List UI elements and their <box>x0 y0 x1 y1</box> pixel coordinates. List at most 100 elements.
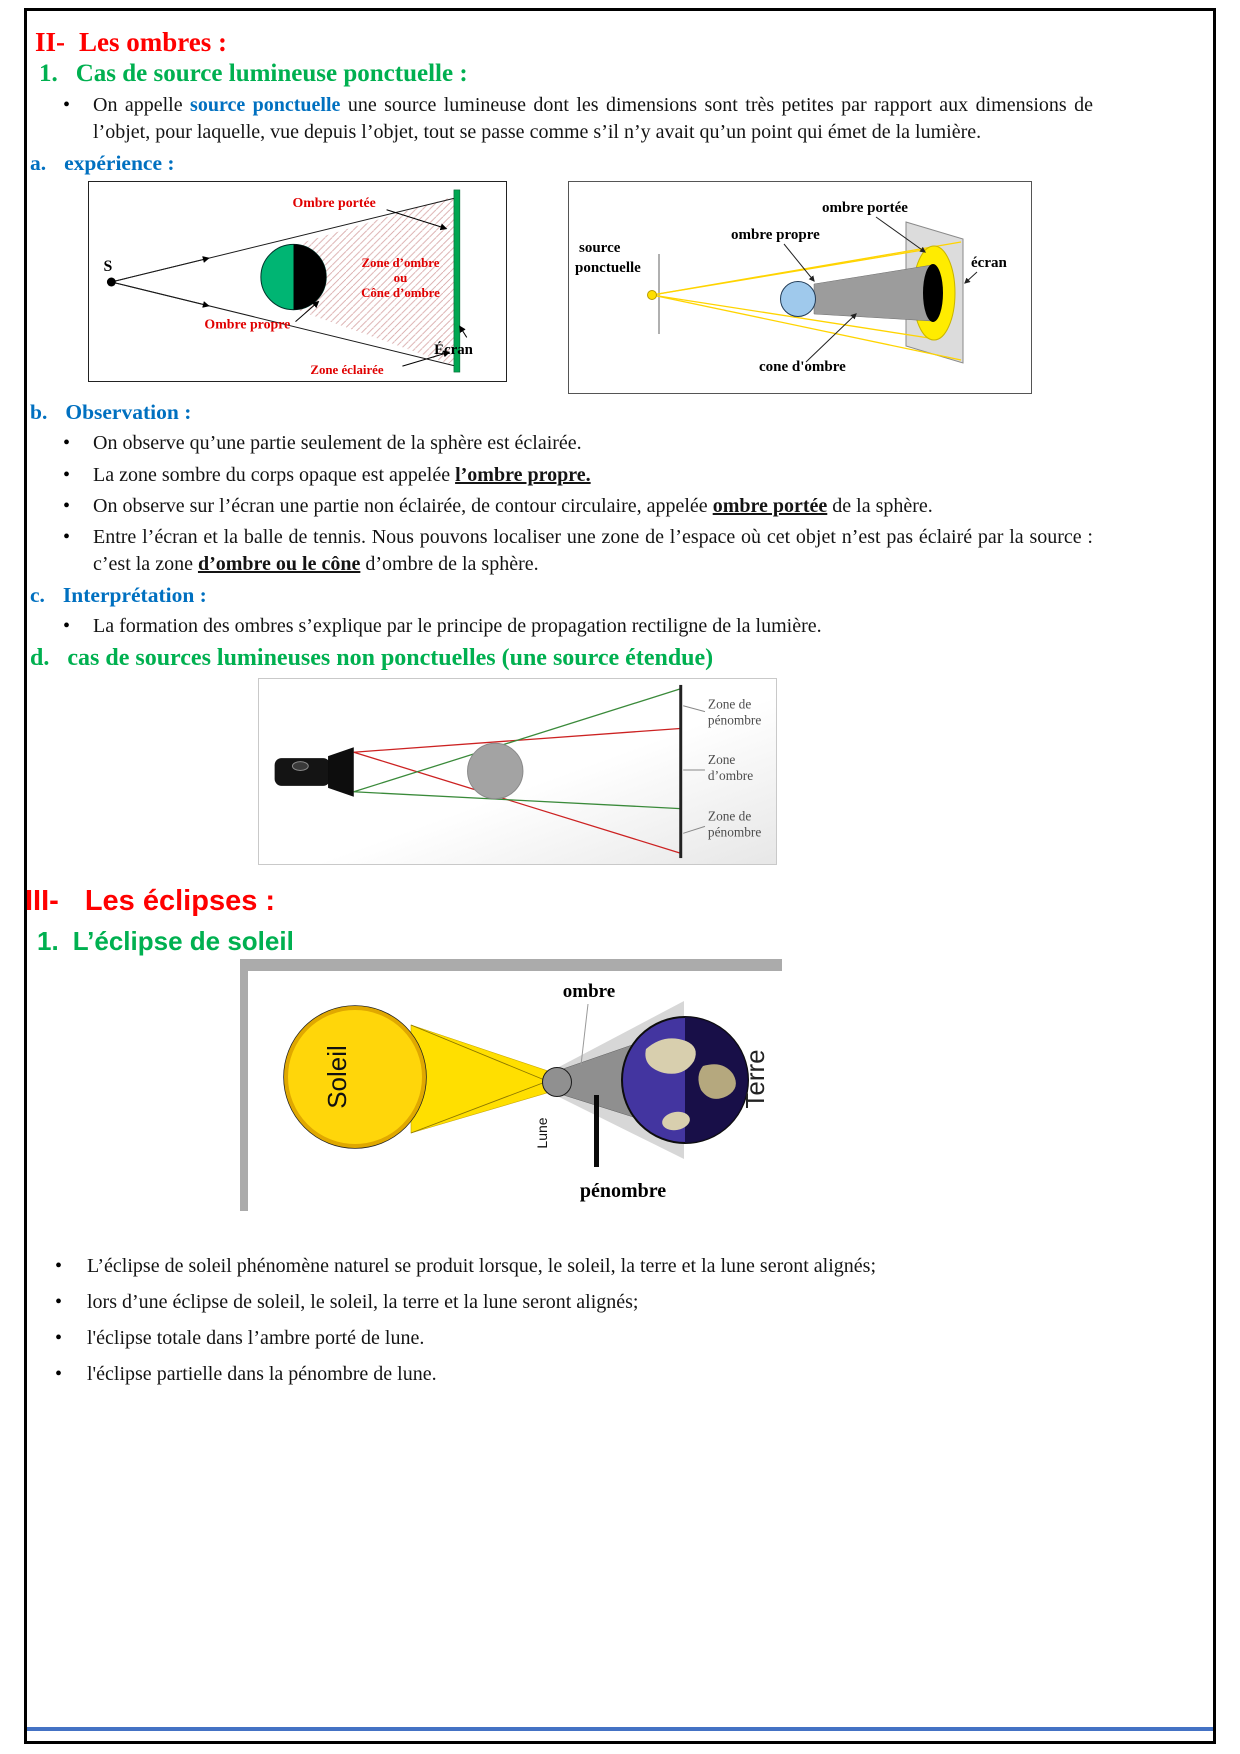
heading-observation-title: Observation : <box>65 400 192 425</box>
interpretation-item: La formation des ombres s’explique par l… <box>63 613 1093 640</box>
screen-bar <box>453 189 461 373</box>
ombre-pointer-line <box>580 1003 589 1065</box>
heading-les-eclipses: III- Les éclipses : <box>25 885 1127 918</box>
label-zone-penombre-bas-2: pénombre <box>708 824 761 839</box>
eclipse-bullet-text-1: lors d’une éclipse de soleil, le soleil,… <box>87 1290 639 1313</box>
obs-3-bold: d’ombre ou le cône <box>197 553 361 576</box>
figure-point-source-svg: source ponctuelle ombre propre ombre por… <box>575 200 1007 375</box>
intro-text-post: une source lumineuse dont les dimensions… <box>93 94 1094 144</box>
eclipse-bullet: l'éclipse partielle dans la pénombre de … <box>55 1361 1087 1388</box>
eclipse-bullet: l'éclipse totale dans l’ambre porté de l… <box>55 1325 1087 1352</box>
heading-experience-num: a. <box>30 151 47 176</box>
heading-source-ponctuelle-title: Cas de source lumineuse ponctuelle : <box>75 60 468 87</box>
earth <box>621 1015 749 1144</box>
label-zone-eclairee: Zone éclairée <box>310 363 383 377</box>
obs-0-pre: On observe qu’une partie seulement de la… <box>93 432 582 455</box>
label-lune: Lune <box>534 1117 550 1148</box>
intro-bullet-list: On appelle source ponctuelle une source … <box>37 92 1127 146</box>
heading-observation-num: b. <box>30 400 48 425</box>
eclipse-bullet: L’éclipse de soleil phénomène naturel se… <box>55 1253 1087 1280</box>
label-zone-penombre-haut-1: Zone de <box>708 696 751 711</box>
figure-extended-source: Zone de pénombre Zone d’ombre Zone de pé… <box>258 677 777 865</box>
label-source-2: ponctuelle <box>575 260 641 276</box>
label-source-s: S <box>103 258 112 275</box>
observation-item: On observe sur l’écran une partie non éc… <box>63 493 1093 520</box>
figure-extended-source-svg: Zone de pénombre Zone d’ombre Zone de pé… <box>274 684 761 858</box>
figure-shadow-schema-svg: S Ombre portée Zone d’ombre ou Côn <box>103 189 474 377</box>
figure-solar-eclipse: ombre pénombre Soleil Lune Terre <box>248 970 790 1223</box>
figure-solar-eclipse-wrap: ombre pénombre Soleil Lune Terre <box>248 970 1127 1223</box>
label-zone-ombre-3: Cône d’ombre <box>361 286 440 300</box>
obs-3-post: d’ombre de la sphère. <box>360 553 539 576</box>
shadow-cone-gray <box>813 265 933 322</box>
eclipse-bullet-text-2: l'éclipse totale dans l’ambre porté de l… <box>87 1326 425 1349</box>
obs-1-pre: La zone sombre du corps opaque est appel… <box>93 463 456 486</box>
obs-3-pre: Entre l’écran et la balle de tennis. Nou… <box>93 525 1093 576</box>
label-ombre-portee: ombre portée <box>822 200 908 216</box>
page-frame: II- Les ombres : 1. Cas de source lumineus… <box>24 8 1216 1744</box>
intro-bullet: On appelle source ponctuelle une source … <box>63 92 1094 146</box>
label-ombre-portee: Ombre portée <box>292 195 375 210</box>
observation-item: La zone sombre du corps opaque est appel… <box>63 462 1093 489</box>
heading-source-ponctuelle: 1. Cas de source lumineuse ponctuelle : <box>39 60 1127 88</box>
eclipse-bullet-text-3: l'éclipse partielle dans la pénombre de … <box>87 1363 437 1386</box>
intro-text-bold: source ponctuelle <box>190 94 341 116</box>
light-rays <box>111 197 457 367</box>
obs-2-post: de la sphère. <box>827 494 933 517</box>
label-ombre: ombre <box>563 981 615 1002</box>
yellow-light-rays <box>651 241 962 362</box>
opaque-sphere <box>467 742 524 799</box>
heading-les-ombres: II- Les ombres : <box>35 27 1127 58</box>
zone-connector-lines <box>683 704 706 834</box>
point-source-glow <box>647 290 657 301</box>
heading-source-etendue: d.cas de sources lumineuses non ponctuel… <box>30 645 1127 672</box>
heading-les-eclipses-title: Les éclipses : <box>84 884 276 917</box>
axis-bar <box>594 1094 599 1167</box>
heading-source-etendue-num: d. <box>30 644 50 671</box>
continent-2 <box>662 1111 690 1130</box>
label-zone-penombre-haut-2: pénombre <box>708 712 761 727</box>
heading-interpretation: c.Interprétation : <box>30 583 1127 608</box>
annotation-lines <box>783 216 978 363</box>
red-rays <box>353 727 681 854</box>
annotation-arrows <box>295 209 468 367</box>
eclipse-bullet-text-0: L’éclipse de soleil phénomène naturel se… <box>87 1254 877 1277</box>
experiment-figures-row: S Ombre portée Zone d’ombre ou Côn <box>88 181 1127 395</box>
heading-les-eclipses-num: III- <box>25 884 59 917</box>
heading-les-ombres-title: Les ombres : <box>79 27 228 57</box>
label-ombre-propre: ombre propre <box>731 227 820 243</box>
screen-line <box>679 684 683 858</box>
label-zone-ombre-1: Zone <box>708 752 735 767</box>
heading-observation: b. Observation : <box>30 400 1127 425</box>
page-content: II- Les ombres : 1. Cas de source lumineus… <box>25 11 1213 1388</box>
label-zone-ombre-2: d’ombre <box>708 767 753 782</box>
heading-eclipse-soleil: 1.L’éclipse de soleil <box>37 926 1127 957</box>
label-zone-ombre-2: ou <box>394 271 408 285</box>
label-ombre-propre: Ombre propre <box>204 317 290 332</box>
interpretation-list: La formation des ombres s’explique par l… <box>37 613 1127 640</box>
label-penombre: pénombre <box>580 1180 666 1202</box>
flashlight-icon <box>274 746 354 797</box>
observation-item: On observe qu’une partie seulement de la… <box>63 430 1093 457</box>
observation-item: Entre l’écran et la balle de tennis. Nou… <box>63 524 1093 578</box>
heading-eclipse-soleil-num: 1. <box>37 925 59 956</box>
obs-2-pre: On observe sur l’écran une partie non éc… <box>93 494 713 517</box>
sunbeam-triangle <box>410 1024 558 1133</box>
sphere-shadow-half <box>293 244 327 311</box>
label-terre: Terre <box>740 1049 770 1108</box>
label-ecran: Écran <box>434 342 473 359</box>
heading-experience-title: expérience : <box>64 151 175 176</box>
obs-2-bold: ombre portée <box>712 494 828 517</box>
heading-les-ombres-num: II- <box>35 27 66 57</box>
eclipse-bullet: lors d’une éclipse de soleil, le soleil,… <box>55 1289 1087 1316</box>
moon <box>542 1066 572 1097</box>
green-rays <box>353 687 681 809</box>
continent-3 <box>698 1063 736 1099</box>
intro-text-pre: On appelle <box>93 94 191 116</box>
heading-interpretation-title: Interprétation : <box>62 583 207 608</box>
label-zone-penombre-bas-1: Zone de <box>708 808 751 823</box>
heading-source-ponctuelle-num: 1. <box>39 60 58 87</box>
obs-1-bold: l’ombre propre. <box>455 463 591 486</box>
heading-experience: a. expérience : <box>30 151 1127 176</box>
continent-1 <box>645 1037 696 1074</box>
